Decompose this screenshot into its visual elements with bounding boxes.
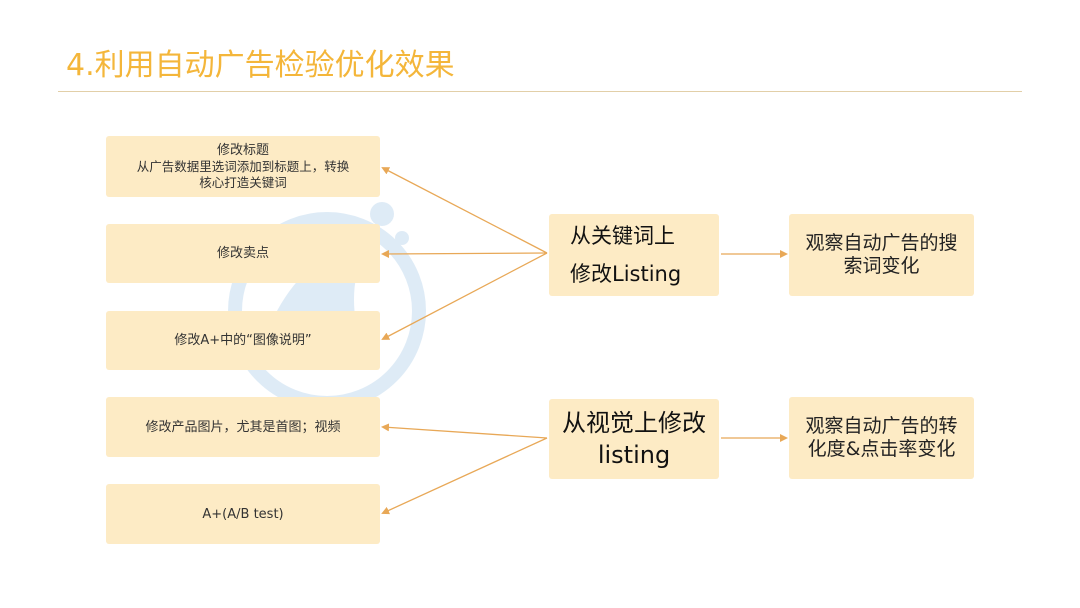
keyword-listing-line1: 从关键词上	[570, 224, 675, 248]
visual-listing-box: 从视觉上修改 listing	[549, 399, 719, 479]
observe-conversion-box: 观察自动广告的转 化度&点击率变化	[789, 397, 974, 479]
arrow-kw-to-title	[381, 167, 548, 254]
modify-aplus-image-caption-box: 修改A+中的“图像说明”	[106, 311, 380, 370]
observe-search-terms-line1: 观察自动广告的搜	[805, 232, 958, 254]
title-divider	[58, 91, 1022, 92]
modify-aplus-image-caption-label: 修改A+中的“图像说明”	[174, 333, 312, 348]
modify-product-images-box: 修改产品图片，尤其是首图；视频	[106, 397, 380, 457]
arrow-kw-to-selling	[381, 249, 548, 258]
page-title: 4.利用自动广告检验优化效果	[66, 48, 455, 83]
aplus-ab-test-box: A+(A/B test)	[106, 484, 380, 544]
modify-title-desc-line1: 从广告数据里选词添加到标题上，转换	[136, 159, 350, 174]
modify-selling-points-box: 修改卖点	[106, 224, 380, 283]
modify-title-label: 修改标题	[216, 143, 269, 158]
observe-search-terms-box: 观察自动广告的搜 索词变化	[789, 214, 974, 296]
observe-conversion-line2: 化度&点击率变化	[807, 438, 956, 460]
visual-listing-line1: 从视觉上修改	[562, 409, 706, 437]
observe-conversion-line1: 观察自动广告的转	[805, 415, 958, 437]
arrow-visual-to-abtest	[381, 437, 548, 515]
modify-selling-points-label: 修改卖点	[216, 246, 269, 261]
keyword-listing-box: 从关键词上 修改Listing	[549, 214, 719, 296]
arrow-visual-to-images	[381, 423, 548, 439]
modify-title-desc-line2: 核心打造关键词	[199, 175, 287, 190]
arrow-kw-to-aplus	[381, 252, 548, 340]
modify-title-box: 修改标题 从广告数据里选词添加到标题上，转换 核心打造关键词	[106, 136, 380, 197]
modify-product-images-label: 修改产品图片，尤其是首图；视频	[145, 419, 341, 435]
visual-listing-line2: listing	[597, 441, 671, 469]
aplus-ab-test-label: A+(A/B test)	[202, 506, 284, 522]
keyword-listing-line2: 修改Listing	[570, 262, 682, 286]
observe-search-terms-line2: 索词变化	[843, 255, 920, 277]
